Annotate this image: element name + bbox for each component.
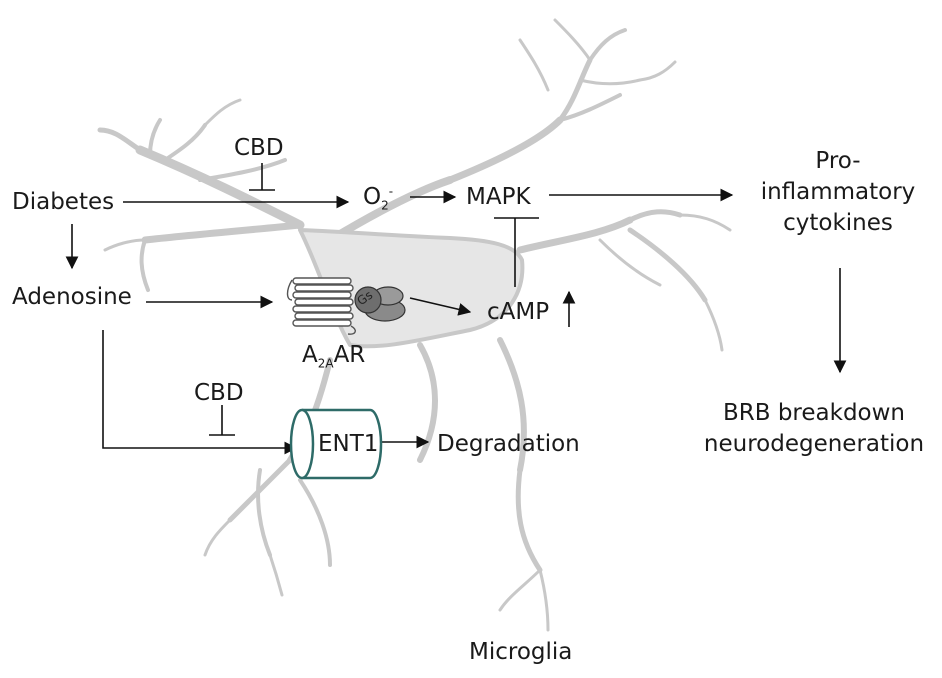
pro-inflammatory-line-3: cytokines xyxy=(783,210,893,236)
diabetes-label: Diabetes xyxy=(12,189,115,215)
a2aar-suffix: AR xyxy=(333,342,366,368)
superoxide-label: O2- xyxy=(363,184,394,213)
adenosine-to-ent1-arrow xyxy=(102,330,298,455)
ent1-label: ENT1 xyxy=(318,431,379,457)
adenosine-label: Adenosine xyxy=(12,284,132,310)
pro-inflammatory-line-2: inflammatory xyxy=(760,179,916,205)
a2aar-subscript: 2A xyxy=(317,356,334,371)
superoxide-superscript: - xyxy=(388,184,394,199)
camp-label: cAMP xyxy=(487,299,550,325)
a2aar-base: A xyxy=(302,342,318,368)
superoxide-base: O xyxy=(363,184,382,210)
cbd-top-label: CBD xyxy=(234,135,284,161)
degradation-label: Degradation xyxy=(437,431,580,457)
g-protein-icon xyxy=(354,286,406,322)
pro-inflammatory-cytokines-label: Pro- inflammatory cytokines xyxy=(748,146,928,239)
brb-line-2: neurodegeneration xyxy=(703,431,925,457)
a2a-receptor-icon xyxy=(286,277,356,335)
brb-line-1: BRB breakdown xyxy=(722,400,906,426)
microglia-label: Microglia xyxy=(469,639,573,665)
brb-breakdown-label: BRB breakdown neurodegeneration xyxy=(692,398,936,460)
a2aar-to-camp-arrow xyxy=(409,297,472,316)
pro-inflammatory-line-1: Pro- xyxy=(815,148,861,174)
ent1-transporter-icon xyxy=(289,408,383,480)
mapk-label: MAPK xyxy=(466,184,531,210)
superoxide-subscript: 2 xyxy=(381,198,389,213)
a2aar-label: A2AAR xyxy=(302,342,366,371)
cbd-bottom-label: CBD xyxy=(194,380,244,406)
